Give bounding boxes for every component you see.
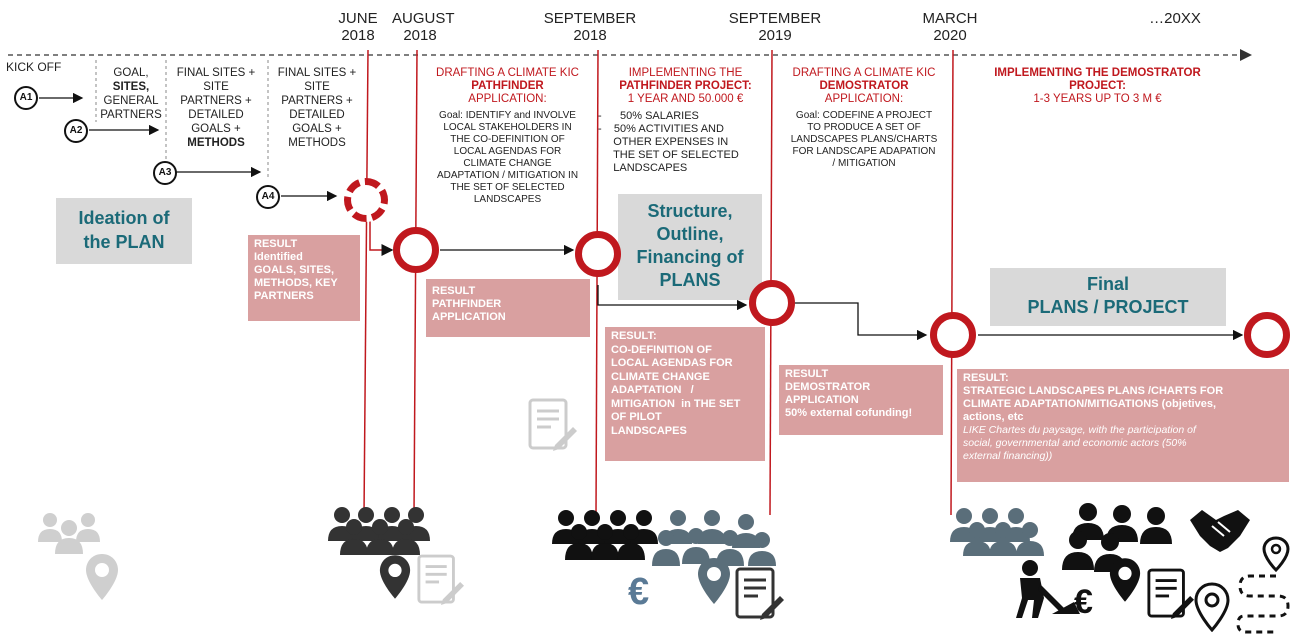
activity-col-3: FINAL SITES + SITE PARTNERS + DETAILED G… — [277, 67, 357, 149]
phase-demostrator-application: DRAFTING A CLIMATE KIC DEMOSTRATOR APPLI… — [792, 67, 936, 105]
step-a2: A2 — [64, 119, 88, 143]
activity-col-2: FINAL SITES + SITE PARTNERS + DETAILED G… — [176, 67, 256, 149]
result-pathfinder-application: RESULT PATHFINDER APPLICATION — [426, 279, 590, 337]
result-co-definition: RESULT: CO-DEFINITION OF LOCAL AGENDAS F… — [605, 327, 765, 461]
location-pin-icon — [86, 554, 118, 600]
milestone-june-2018 — [344, 178, 388, 222]
people-group-icon — [652, 510, 776, 566]
step-a1: A1 — [14, 86, 38, 110]
phase-pathfinder-budget: - 50% SALARIES - 50% ACTIVITIES AND OTHE… — [598, 110, 739, 174]
phase-pathfinder-project: IMPLEMENTING THE PATHFINDER PROJECT: 1 Y… — [619, 67, 752, 105]
document-icon — [735, 567, 784, 620]
milestone-final — [1244, 312, 1290, 358]
result-ideation: RESULT Identified GOALS, SITES, METHODS,… — [248, 235, 360, 321]
result-strategic-plans: RESULT: STRATEGIC LANDSCAPES PLANS /CHAR… — [957, 369, 1289, 482]
final-plans-box: Final PLANS / PROJECT — [990, 268, 1226, 326]
handshake-icon — [1190, 510, 1250, 552]
phase-demostrator-project: IMPLEMENTING THE DEMOSTRATOR PROJECT: 1-… — [994, 67, 1201, 105]
people-group-icon — [1062, 503, 1172, 572]
euro-icon: € — [1074, 583, 1093, 621]
timeline-arrowhead — [1240, 49, 1252, 61]
milestone-august-2018 — [393, 227, 439, 273]
location-pin-icon — [1194, 582, 1230, 632]
people-group-icon — [38, 513, 100, 554]
ideation-box: Ideation of the PLAN — [56, 198, 192, 264]
document-icon — [1147, 568, 1194, 619]
location-pin-icon — [1109, 558, 1141, 602]
people-group-icon — [328, 507, 430, 555]
date-june-2018: JUNE 2018 — [338, 10, 378, 44]
route-icon — [1236, 536, 1290, 634]
phase-demostrator-goal: Goal: CODEFINE A PROJECT TO PRODUCE A SE… — [790, 110, 938, 169]
document-icon — [417, 554, 464, 605]
location-pin-icon — [698, 558, 730, 604]
kick-off-label: KICK OFF — [6, 60, 62, 74]
phase-pathfinder-application: DRAFTING A CLIMATE KIC PATHFINDER APPLIC… — [436, 67, 579, 105]
phase-pathfinder-goal: Goal: IDENTIFY and INVOLVE LOCAL STAKEHO… — [436, 110, 579, 205]
milestone-september-2019 — [749, 280, 795, 326]
people-group-icon — [950, 508, 1044, 556]
step-a4: A4 — [256, 185, 280, 209]
activity-col-1: GOAL, SITES, GENERAL PARTNERS — [100, 67, 162, 121]
date-september-2018: SEPTEMBER 2018 — [543, 10, 637, 44]
date-august-2018: AUGUST 2018 — [392, 10, 455, 44]
date-september-2019: SEPTEMBER 2019 — [728, 10, 822, 44]
result-demostrator-application: RESULT DEMOSTRATOR APPLICATION 50% exter… — [779, 365, 943, 435]
milestone-march-2020 — [930, 312, 976, 358]
document-icon — [528, 398, 577, 451]
location-pin-icon — [379, 555, 411, 599]
date-march-2020: MARCH 2020 — [922, 10, 978, 44]
people-group-icon — [552, 510, 658, 560]
milestone-september-2018 — [575, 231, 621, 277]
step-a3: A3 — [153, 161, 177, 185]
structure-box: Structure, Outline, Financing of PLANS — [618, 194, 762, 300]
euro-icon: € — [628, 571, 650, 613]
worker-icon — [1016, 560, 1080, 618]
date-future: …20XX — [1149, 10, 1201, 27]
